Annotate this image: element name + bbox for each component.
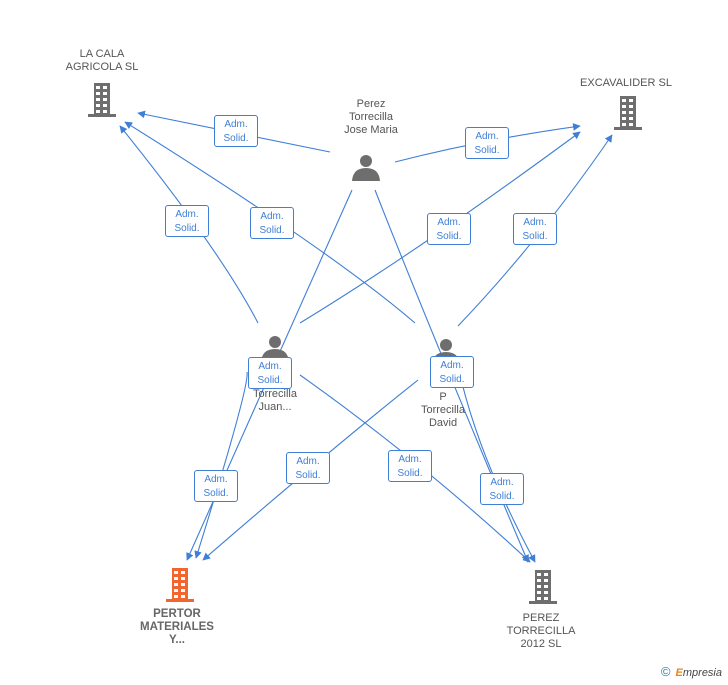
node-label-line: TORRECILLA	[506, 625, 576, 637]
relation-type-label: Solid.	[257, 375, 283, 386]
node-label-line: MATERIALES	[140, 621, 214, 633]
relation-badge-juan-perez_2012[interactable]: Adm. Solid.	[388, 450, 432, 482]
relation-role-label: Adm.	[475, 131, 499, 142]
relation-role-label: Adm.	[440, 360, 464, 371]
node-label-line: David	[428, 417, 458, 429]
node-label-line: AGRICOLA SL	[65, 61, 139, 73]
relation-type-label: Solid.	[474, 145, 500, 156]
relation-badge-jose_maria-pertor[interactable]: Adm. Solid.	[194, 470, 238, 502]
nodes-layer	[88, 83, 642, 604]
node-label-line: Torrecilla	[348, 111, 393, 123]
node-label-line: 2012 SL	[520, 638, 562, 650]
edge-david-to-perez_2012	[459, 374, 536, 563]
brand-initial: E	[675, 667, 683, 679]
relation-type-label: Solid.	[397, 468, 423, 479]
footer-brand: © Empresia	[661, 664, 722, 679]
edge-juan-to-la_cala	[119, 125, 259, 324]
copyright-symbol: ©	[660, 664, 671, 679]
edge-juan-to-pertor	[194, 371, 248, 559]
relation-badge-david-excavalider[interactable]: Adm. Solid.	[513, 213, 557, 245]
person-icon-jose_maria[interactable]	[352, 155, 380, 181]
edge-david-to-la_cala	[124, 121, 416, 324]
relation-role-label: Adm.	[204, 474, 228, 485]
relation-badge-jose_maria-excavalider[interactable]: Adm. Solid.	[465, 127, 509, 159]
relation-badge-juan-la_cala[interactable]: Adm. Solid.	[165, 205, 209, 237]
relation-type-label: Solid.	[295, 470, 321, 481]
relation-role-label: Adm.	[523, 217, 547, 228]
building-icon-excavalider[interactable]	[614, 96, 642, 130]
building-icon-pertor[interactable]	[166, 568, 194, 602]
relation-type-label: Solid.	[203, 488, 229, 499]
relation-type-label: Solid.	[436, 231, 462, 242]
relation-role-label: Adm.	[398, 454, 422, 465]
brand-name: mpresia	[682, 667, 722, 679]
node-label-line: PERTOR	[153, 608, 201, 620]
relation-role-label: Adm.	[296, 456, 320, 467]
relation-badge-juan-pertor[interactable]: Adm. Solid.	[248, 357, 292, 389]
node-label-line: PEREZ	[522, 612, 560, 624]
node-label-line: Torrecilla	[420, 404, 465, 416]
node-label-line: P	[439, 391, 447, 403]
node-label-line: LA CALA	[79, 48, 125, 60]
relation-badge-jose_maria-perez_2012[interactable]: Adm. Solid.	[480, 473, 524, 505]
node-label-line: Juan...	[258, 401, 292, 413]
node-label-line: Perez	[356, 98, 386, 110]
node-label-line: Torrecilla	[252, 388, 297, 400]
relation-type-label: Solid.	[174, 223, 200, 234]
relation-type-label: Solid.	[223, 133, 249, 144]
relation-role-label: Adm.	[260, 211, 284, 222]
node-label-line: Jose Maria	[344, 124, 398, 136]
relation-badge-david-la_cala[interactable]: Adm. Solid.	[250, 207, 294, 239]
relation-type-label: Solid.	[489, 491, 515, 502]
relation-role-label: Adm.	[224, 119, 248, 130]
relation-badge-jose_maria-la_cala[interactable]: Adm. Solid.	[214, 115, 258, 147]
relation-type-label: Solid.	[259, 225, 285, 236]
relation-type-label: Solid.	[439, 374, 465, 385]
relation-badge-david-pertor[interactable]: Adm. Solid.	[286, 452, 330, 484]
relation-badge-david-perez_2012[interactable]: Adm. Solid.	[430, 356, 474, 388]
node-label-line: EXCAVALIDER SL	[580, 77, 672, 89]
relation-role-label: Adm.	[175, 209, 199, 220]
node-label-line: Y...	[169, 634, 185, 646]
relation-type-label: Solid.	[522, 231, 548, 242]
brand-logo: Empresia	[676, 667, 722, 679]
relation-role-label: Adm.	[437, 217, 461, 228]
building-icon-perez_2012[interactable]	[529, 570, 557, 604]
relation-role-label: Adm.	[258, 361, 282, 372]
relation-badge-juan-excavalider[interactable]: Adm. Solid.	[427, 213, 471, 245]
relation-role-label: Adm.	[490, 477, 514, 488]
building-icon-la_cala[interactable]	[88, 83, 116, 117]
node-label-excavalider[interactable]: EXCAVALIDER SL	[566, 77, 686, 90]
